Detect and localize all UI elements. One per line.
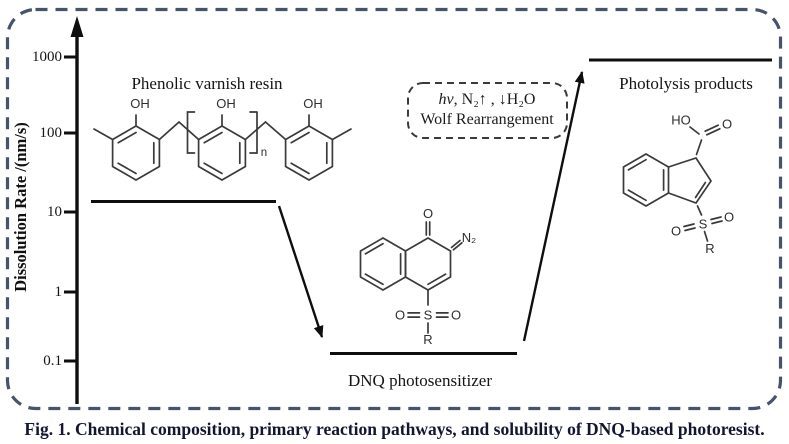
y-axis-ticks xyxy=(64,55,77,363)
dnq-n2-label: N₂ xyxy=(462,230,476,245)
product-o-left-label: O xyxy=(671,224,681,239)
resin-structure: OH OH OH n xyxy=(93,96,352,181)
dnq-o-right-label: O xyxy=(451,308,461,323)
product-structure: HO O O S O R xyxy=(622,113,734,256)
hv-symbol: hv xyxy=(438,91,454,108)
product-o-right-label: O xyxy=(724,210,734,225)
figure-dashed-border xyxy=(5,7,783,411)
resin-oh3-label: OH xyxy=(303,96,323,111)
resin-level-label: Phenolic varnish resin xyxy=(131,74,283,93)
dnq-r-label: R xyxy=(423,332,432,347)
y-tick-1: 1 xyxy=(54,284,63,300)
y-tick-0p1: 0.1 xyxy=(43,353,62,369)
dnq-level-label: DNQ photosensitizer xyxy=(347,371,493,390)
y-tick-1000: 1000 xyxy=(32,49,62,65)
dnq-o-top-label: O xyxy=(423,206,433,221)
reaction-condition-line1-rest: , N₂↑ , ↓H₂O xyxy=(453,91,536,108)
y-axis-arrowhead xyxy=(70,16,84,37)
y-axis xyxy=(64,16,84,404)
y-tick-100: 100 xyxy=(39,125,63,141)
product-r-label: R xyxy=(705,241,714,256)
resin-oh2-label: OH xyxy=(216,96,236,111)
resin-oh1-label: OH xyxy=(130,96,150,111)
reaction-condition-box xyxy=(407,82,568,139)
figure-caption: Fig. 1. Chemical composition, primary re… xyxy=(24,419,765,439)
product-o-label: O xyxy=(722,117,732,132)
arrow-resin-to-dnq xyxy=(277,205,324,338)
dnq-o-left-label: O xyxy=(395,308,405,323)
product-s-label: S xyxy=(699,217,708,232)
bracket-right xyxy=(249,111,258,154)
resin-repeat-subscript: n xyxy=(261,147,267,159)
reaction-condition-line2: Wolf Rearrangement xyxy=(420,111,554,128)
y-tick-10: 10 xyxy=(47,204,62,220)
arrow-dnq-to-products xyxy=(522,71,585,342)
dnq-structure: O N₂ O S O R xyxy=(359,206,476,347)
bracket-left xyxy=(186,111,196,154)
products-level-label: Photolysis products xyxy=(619,74,753,93)
reaction-condition-line1: hv, N₂↑ , ↓H₂O xyxy=(439,91,536,109)
product-ho-label: HO xyxy=(671,113,691,128)
dnq-s-label: S xyxy=(424,308,433,323)
